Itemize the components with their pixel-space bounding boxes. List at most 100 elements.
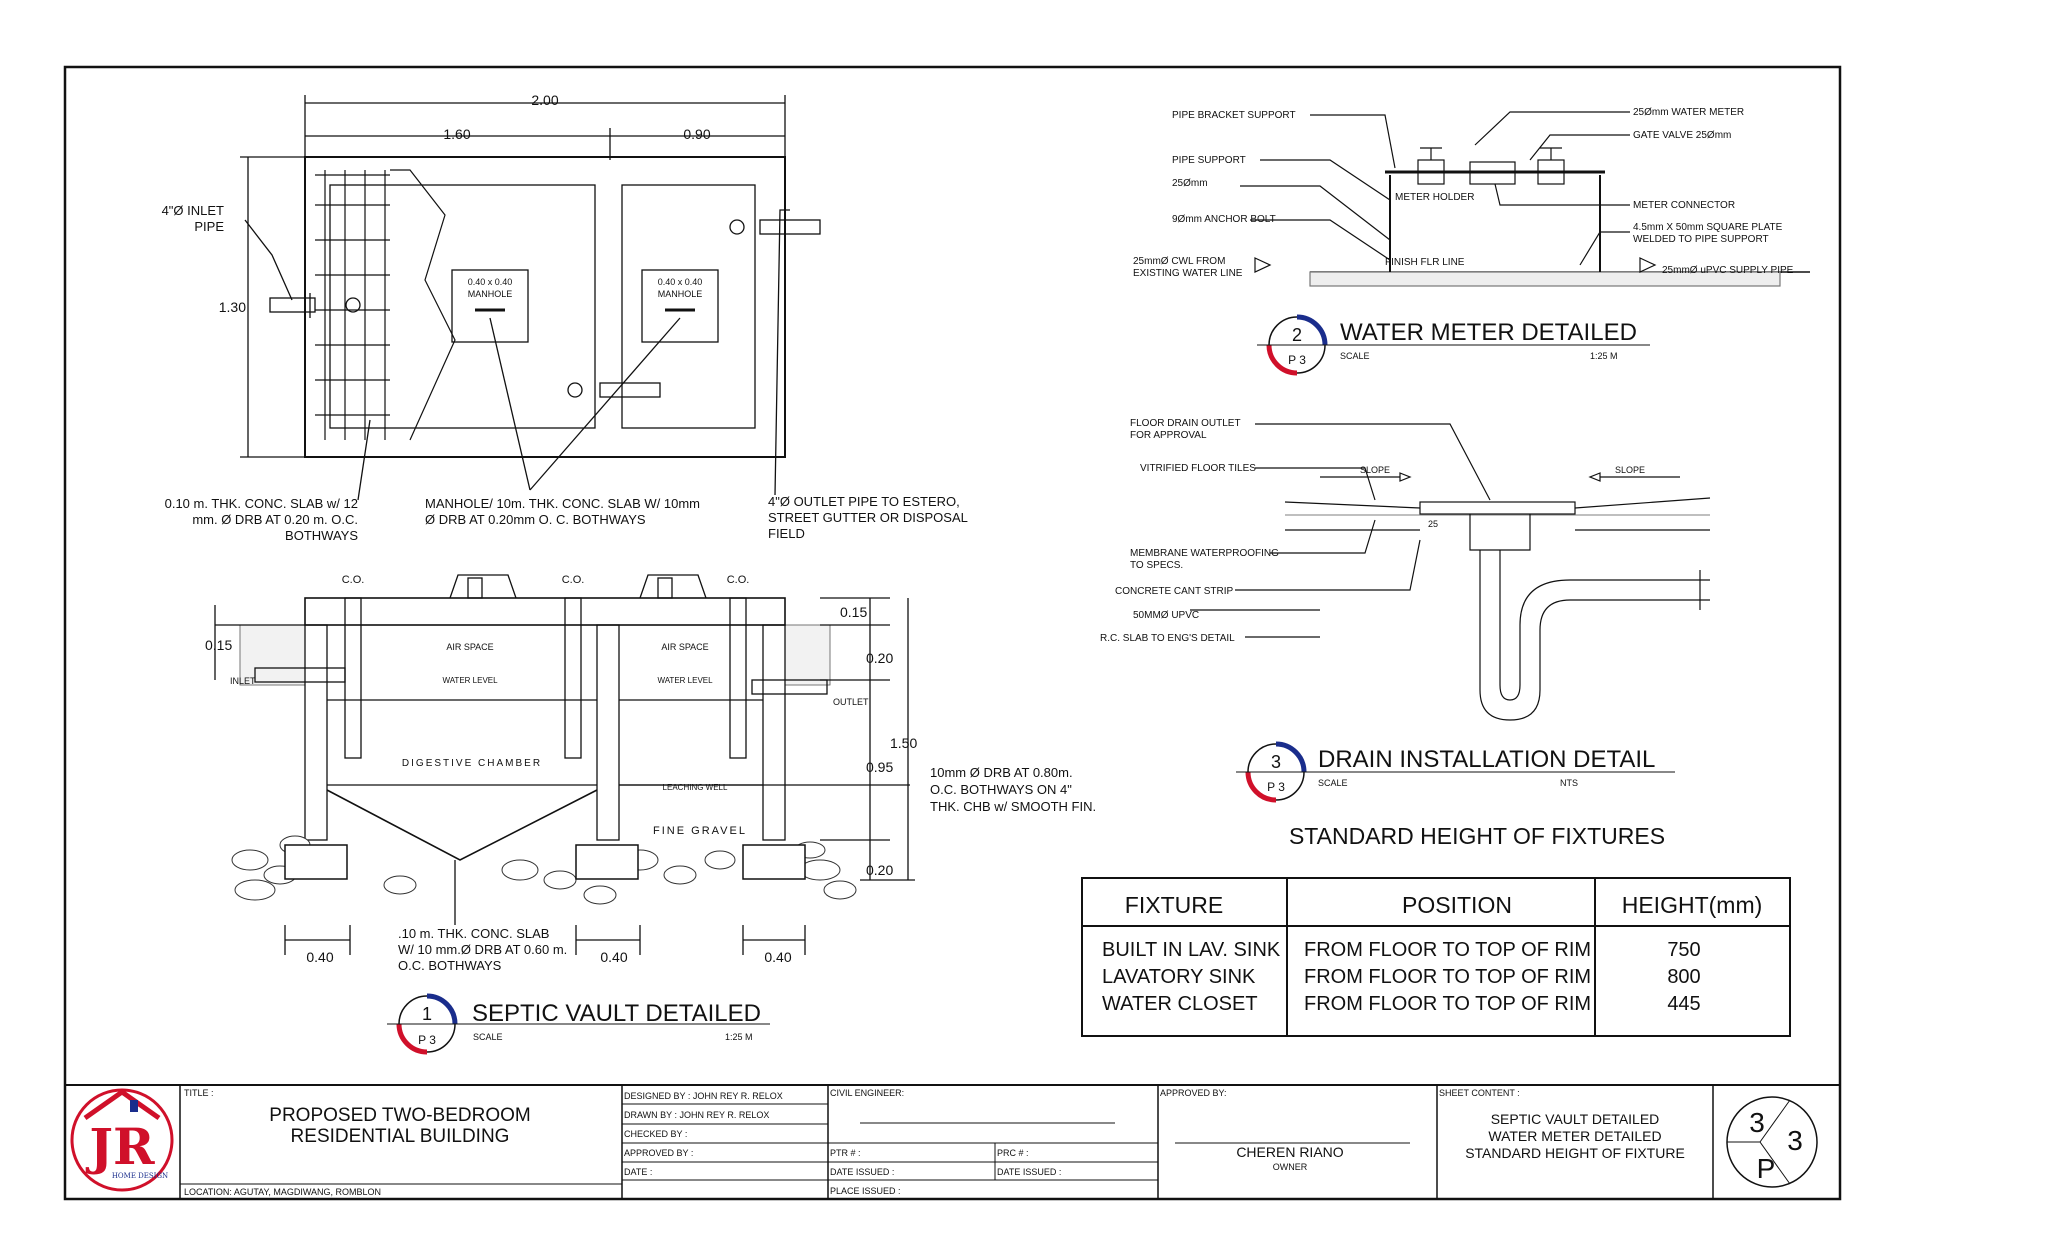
row1-fixture: BUILT IN LAV. SINK — [1102, 939, 1281, 961]
dim-0-15-right: 0.15 — [840, 604, 867, 620]
detail-3-title: DRAIN INSTALLATION DETAIL — [1318, 746, 1655, 773]
wm-meter: 25Ømm WATER METER — [1633, 107, 1744, 118]
inlet-pipe-line2: PIPE — [194, 219, 224, 234]
detail-2-title: WATER METER DETAILED — [1340, 319, 1637, 346]
septic-plan — [240, 95, 821, 501]
inlet-pipe-line1: 4"Ø INLET — [162, 203, 224, 218]
bottom-slab-note-3: O.C. BOTHWAYS — [398, 958, 502, 973]
wm-25mm: 25Ømm — [1172, 178, 1208, 189]
fixtures-table: STANDARD HEIGHT OF FIXTURES FIXTURE POSI… — [1081, 823, 1791, 1037]
title-label: TITLE : — [184, 1088, 214, 1098]
drain-cant: CONCRETE CANT STRIP — [1115, 586, 1233, 597]
project-line2: RESIDENTIAL BUILDING — [291, 1126, 510, 1147]
detail-3-num: 3 — [1271, 752, 1281, 772]
drain-drawing — [1190, 423, 1711, 721]
sheet-border — [63, 65, 1842, 1201]
wm-plate-2: WELDED TO PIPE SUPPORT — [1633, 234, 1769, 245]
dim-0-20-top: 0.20 — [866, 650, 893, 666]
drain-text: FLOOR DRAIN OUTLET FOR APPROVAL VITRIFIE… — [1100, 418, 1645, 644]
project-line1: PROPOSED TWO-BEDROOM — [269, 1105, 530, 1126]
detail-2-scale-label: SCALE — [1340, 351, 1370, 361]
manhole-note-1: MANHOLE/ 10m. THK. CONC. SLAB W/ 10mm — [425, 496, 700, 511]
drain-membrane-1: MEMBRANE WATERPROOFING — [1130, 548, 1279, 559]
row2-position: FROM FLOOR TO TOP OF RIM — [1304, 966, 1591, 988]
checked-by: CHECKED BY : — [624, 1129, 687, 1139]
detail-1-num: 1 — [422, 1004, 432, 1024]
digestive-chamber: DIGESTIVE CHAMBER — [402, 758, 542, 769]
location: LOCATION: AGUTAY, MAGDIWANG, ROMBLON — [184, 1187, 381, 1197]
title-block — [65, 1084, 1840, 1199]
wm-finish: FINISH FLR LINE — [1385, 257, 1465, 268]
detail-1-scale-label: SCALE — [473, 1032, 503, 1042]
drain-slope-1: SLOPE — [1360, 465, 1390, 475]
wm-plate-1: 4.5mm X 50mm SQUARE PLATE — [1633, 222, 1783, 233]
wm-holder: METER HOLDER — [1395, 192, 1474, 203]
fixtures-heading: STANDARD HEIGHT OF FIXTURES — [1289, 823, 1665, 849]
detail-title-1: 1 P 3 SEPTIC VAULT DETAILED SCALE 1:25 M — [387, 993, 770, 1055]
drain-slope-2: SLOPE — [1615, 465, 1645, 475]
dim-0-40-2: 0.40 — [600, 949, 627, 965]
slab-note-3: BOTHWAYS — [285, 528, 358, 543]
outlet-note-3: FIELD — [768, 526, 805, 541]
col-position: POSITION — [1402, 892, 1512, 918]
dim-0-40-1: 0.40 — [306, 949, 333, 965]
row2-height: 800 — [1667, 966, 1700, 988]
owner-label: OWNER — [1273, 1162, 1308, 1172]
air-space-2: AIR SPACE — [661, 642, 708, 652]
wm-anchor: 9Ømm ANCHOR BOLT — [1172, 214, 1276, 225]
col-height: HEIGHT(mm) — [1622, 892, 1763, 918]
sheet-total: 3 — [1787, 1125, 1803, 1156]
dim-0-90: 0.90 — [683, 126, 710, 142]
row3-fixture: WATER CLOSET — [1102, 993, 1258, 1015]
approved-by: APPROVED BY: — [1160, 1088, 1227, 1098]
chb-note-3: THK. CHB w/ SMOOTH FIN. — [930, 799, 1096, 814]
water-meter-text: PIPE BRACKET SUPPORT PIPE SUPPORT 25Ømm … — [1133, 107, 1794, 279]
septic-section — [214, 574, 915, 955]
wm-cwl-2: EXISTING WATER LINE — [1133, 268, 1243, 279]
logo-sub: HOME DESIGN — [112, 1172, 168, 1180]
title-block-text: TITLE : PROPOSED TWO-BEDROOM RESIDENTIAL… — [184, 1088, 1803, 1197]
wm-cwl-1: 25mmØ CWL FROM — [1133, 256, 1225, 267]
co-3: C.O. — [727, 574, 750, 586]
row1-height: 750 — [1667, 939, 1700, 961]
date: DATE : — [624, 1167, 652, 1177]
manhole-label-1: MANHOLE — [468, 289, 513, 299]
dim-0-95: 0.95 — [866, 759, 893, 775]
detail-2-num: 2 — [1292, 325, 1302, 345]
fine-gravel: FINE GRAVEL — [653, 825, 747, 837]
detail-3-scale: NTS — [1560, 778, 1578, 788]
date-issued-2: DATE ISSUED : — [997, 1167, 1061, 1177]
manhole-size-2: 0.40 x 0.40 — [658, 277, 703, 287]
slab-note-1: 0.10 m. THK. CONC. SLAB w/ 12 — [165, 496, 358, 511]
wm-bracket: PIPE BRACKET SUPPORT — [1172, 110, 1296, 121]
drain-upvc: 50MMØ UPVC — [1133, 610, 1199, 621]
chb-note-1: 10mm Ø DRB AT 0.80m. — [930, 765, 1073, 780]
drain-outlet-1: FLOOR DRAIN OUTLET — [1130, 418, 1241, 429]
outlet-note-1: 4"Ø OUTLET PIPE TO ESTERO, — [768, 494, 960, 509]
sheet-num: 3 — [1749, 1107, 1765, 1138]
drain-membrane-2: TO SPECS. — [1130, 560, 1183, 571]
row3-height: 445 — [1667, 993, 1700, 1015]
bottom-slab-note-2: W/ 10 mm.Ø DRB AT 0.60 m. — [398, 942, 567, 957]
dim-0-40-3: 0.40 — [764, 949, 791, 965]
bottom-slab-note-1: .10 m. THK. CONC. SLAB — [398, 926, 549, 941]
water-level-2: WATER LEVEL — [657, 676, 713, 685]
detail-2-scale: 1:25 M — [1590, 351, 1618, 361]
logo-text: JR — [85, 1117, 155, 1176]
company-logo: JR HOME DESIGN — [70, 1088, 174, 1192]
outlet-note-2: STREET GUTTER OR DISPOSAL — [768, 510, 968, 525]
inlet-label: INLET — [230, 676, 256, 686]
water-level-1: WATER LEVEL — [442, 676, 498, 685]
wm-supply: 25mmØ uPVC SUPPLY PIPE — [1662, 265, 1794, 276]
detail-1-scale: 1:25 M — [725, 1032, 753, 1042]
drain-rc: R.C. SLAB TO ENG'S DETAIL — [1100, 633, 1235, 644]
dim-1-60: 1.60 — [443, 126, 470, 142]
row3-position: FROM FLOOR TO TOP OF RIM — [1304, 993, 1591, 1015]
dim-0-20-bottom: 0.20 — [866, 862, 893, 878]
place-issued: PLACE ISSUED : — [830, 1186, 901, 1196]
manhole-label-2: MANHOLE — [658, 289, 703, 299]
manhole-note-2: Ø DRB AT 0.20mm O. C. BOTHWAYS — [425, 512, 646, 527]
row2-fixture: LAVATORY SINK — [1102, 966, 1256, 988]
drain-vitrified: VITRIFIED FLOOR TILES — [1140, 463, 1256, 474]
